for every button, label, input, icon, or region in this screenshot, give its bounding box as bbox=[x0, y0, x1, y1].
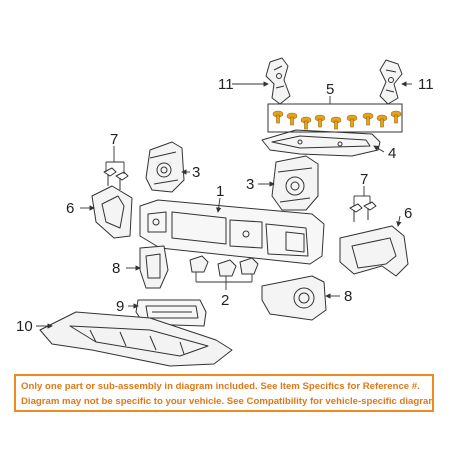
end-cap-right-part bbox=[339, 225, 409, 277]
upper-plate-part bbox=[261, 129, 381, 157]
callout-11-left: 11 bbox=[218, 76, 234, 93]
callout-11-right: 11 bbox=[418, 76, 434, 93]
callout-8-left: 8 bbox=[112, 260, 120, 277]
skid-plate-part bbox=[39, 311, 233, 367]
callout-labels: 11 11 5 4 7 3 3 1 7 6 6 8 2 8 9 10 bbox=[16, 76, 434, 335]
lower-bracket-left-part bbox=[139, 245, 169, 289]
bracket-left-part bbox=[265, 57, 291, 105]
bracket-right-part bbox=[379, 59, 403, 105]
callout-3-right: 3 bbox=[246, 176, 254, 193]
callout-2: 2 bbox=[221, 292, 229, 309]
bolts-left-part bbox=[103, 167, 129, 190]
bolts-right-part bbox=[349, 201, 377, 222]
bolt-set-part bbox=[267, 103, 403, 133]
disclaimer-box: Only one part or sub-assembly in diagram… bbox=[14, 374, 434, 412]
end-cap-left-part bbox=[91, 185, 133, 239]
callout-3-left: 3 bbox=[192, 164, 200, 181]
callout-10: 10 bbox=[16, 318, 33, 335]
callout-7-right: 7 bbox=[360, 171, 368, 188]
callout-9: 9 bbox=[116, 298, 124, 315]
callout-6-right: 6 bbox=[404, 205, 412, 222]
mount-bracket-left-part bbox=[145, 141, 185, 193]
callout-5: 5 bbox=[326, 81, 334, 98]
callout-1: 1 bbox=[216, 183, 224, 200]
mount-bracket-right-part bbox=[271, 155, 319, 211]
lower-bracket-right-part bbox=[261, 275, 327, 321]
callout-8-right: 8 bbox=[344, 288, 352, 305]
disclaimer-line-1: Only one part or sub-assembly in diagram… bbox=[21, 381, 420, 392]
callout-6-left: 6 bbox=[66, 200, 74, 217]
clips-part bbox=[189, 255, 259, 277]
leader-lines bbox=[36, 81, 412, 329]
callout-4: 4 bbox=[388, 145, 396, 162]
disclaimer-line-2: Diagram may not be specific to your vehi… bbox=[21, 396, 434, 407]
bumper-main-part bbox=[139, 199, 325, 265]
callout-7-left: 7 bbox=[110, 131, 118, 148]
